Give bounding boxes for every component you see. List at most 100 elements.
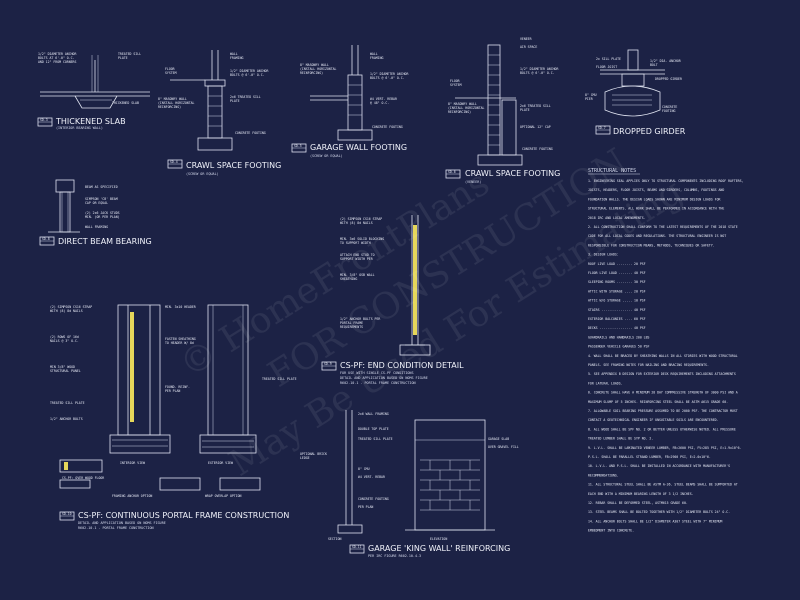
cs-pf-end-subtitle2: DETAIL AND APPLICATION BASED ON NOMS FIG…: [340, 376, 428, 380]
svg-text:LEDGE: LEDGE: [300, 456, 310, 460]
svg-text:CAP OR EQUAL: CAP OR EQUAL: [85, 201, 108, 205]
garage-king-wall-detail: 2x6 WALL FRAMING DOUBLE TOP PLATE TREATE…: [300, 410, 519, 558]
svg-text:MIN. 3x10 HEADER: MIN. 3x10 HEADER: [165, 305, 196, 309]
svg-text:SUPPORT WIDTH PER: SUPPORT WIDTH PER: [340, 257, 373, 261]
svg-text:REQUIREMENTS: REQUIREMENTS: [340, 325, 363, 329]
svg-text:#4 VERT. REBAR: #4 VERT. REBAR: [370, 97, 397, 101]
framing-anchor-label: FRAMING ANCHOR OPTION: [112, 494, 152, 498]
structural-note-line: FOR LATERAL LOADS.: [588, 381, 623, 385]
cs-pf-end-subtitle: FOR USE WITH SINGLE CS-PF CONDITIONS: [340, 371, 414, 375]
structural-note-line: DECKS ................. 40 PSF: [588, 326, 646, 330]
svg-text:SHEATHING: SHEATHING: [340, 277, 357, 281]
svg-text:PER PLAN: PER PLAN: [358, 505, 373, 509]
svg-text:MIN. 3/8" OSB WALL: MIN. 3/8" OSB WALL: [340, 273, 375, 277]
svg-text:1/2" DIAMETER ANCHOR: 1/2" DIAMETER ANCHOR: [38, 52, 76, 56]
svg-text:REINFORCING): REINFORCING): [300, 71, 323, 75]
wrap-overlap-label: WRAP OVERLAP OPTION: [205, 494, 242, 498]
cs-pf-end-subtitle3: R602.10.1 - PORTAL FRAME CONSTRUCTION: [340, 381, 416, 385]
thickened-slab-subtitle: (INTERIOR BEARING WALL): [56, 126, 103, 130]
crawl-1-title: CRAWL SPACE FOOTING: [186, 161, 281, 170]
structural-note-line: RESPONSIBLE FOR CONSTRUCTION MEANS, METH…: [588, 243, 715, 247]
svg-text:REINFORCING): REINFORCING): [448, 110, 471, 114]
svg-text:WALL FRAMING: WALL FRAMING: [85, 225, 108, 229]
svg-text:VENEER: VENEER: [520, 37, 532, 41]
svg-text:THICKENED SLAB: THICKENED SLAB: [112, 101, 139, 105]
crawl-2-title: CRAWL SPACE FOOTING: [465, 169, 560, 178]
svg-text:GARAGE SLAB: GARAGE SLAB: [488, 437, 509, 441]
svg-text:1/2" ANCHOR BOLTS PER: 1/2" ANCHOR BOLTS PER: [340, 317, 380, 321]
structural-note-line: ATTIC WITH STORAGE .... 20 PSF: [588, 289, 646, 293]
svg-text:CONCRETE FOOTING: CONCRETE FOOTING: [358, 497, 389, 501]
svg-text:ATTACH END STUD TO: ATTACH END STUD TO: [340, 253, 375, 257]
cs-pf-end-tag: SD-9: [324, 362, 332, 366]
structural-note-line: GUARDRAILS AND HANDRAILS 200 LBS: [588, 335, 649, 339]
thickened-slab-detail: 1/2" DIAMETER ANCHOR BOLTS AT 6'-0" O.C.…: [37, 52, 150, 130]
svg-text:WITH (8) 8d NAILS: WITH (8) 8d NAILS: [340, 221, 373, 225]
over-wood-floor-label: CS-PF: OVER WOOD FLOOR: [62, 476, 104, 480]
structural-note-line: 13. STEEL BEAMS SHALL BE BOLTED TOGETHER…: [588, 510, 730, 514]
structural-note-line: 12. REBAR SHALL BE DEFORMED STEEL, ASTM6…: [588, 501, 688, 505]
svg-text:NAILS @ 3" O.C.: NAILS @ 3" O.C.: [50, 339, 79, 343]
cs-pf-cont-subtitle: DETAIL AND APPLICATION BASED ON NOMS FIG…: [78, 521, 166, 525]
svg-text:WALL: WALL: [370, 52, 378, 56]
cs-pf-end-condition-detail: (2) SIMPSON CS16 STRAP WITH (8) 8d NAILS…: [321, 215, 464, 385]
svg-text:DROPPED GIRDER: DROPPED GIRDER: [655, 77, 682, 81]
svg-text:(2) 2x6 JACK STUDS: (2) 2x6 JACK STUDS: [85, 211, 120, 215]
thickened-slab-title: THICKENED SLAB: [55, 117, 126, 126]
svg-text:DOUBLE TOP PLATE: DOUBLE TOP PLATE: [358, 427, 389, 431]
svg-text:CONCRETE FOOTING: CONCRETE FOOTING: [372, 125, 403, 129]
svg-text:BOLTS AT 6'-0" O.C.: BOLTS AT 6'-0" O.C.: [38, 56, 75, 60]
structural-note-line: CODE FOR ALL LOCAL CODES AND REGULATIONS…: [588, 234, 726, 238]
svg-text:BEAM AS SPECIFIED: BEAM AS SPECIFIED: [85, 185, 118, 189]
structural-note-line: 7. ALLOWABLE SOIL BEARING PRESSURE ASSUM…: [588, 409, 738, 413]
svg-text:BOLTS @ 6'-0" O.C.: BOLTS @ 6'-0" O.C.: [370, 76, 405, 80]
svg-text:#4 VERT. REBAR: #4 VERT. REBAR: [358, 475, 385, 479]
structural-note-line: 10. L.V.L. AND P.S.L. SHALL BE INSTALLED…: [588, 464, 730, 468]
svg-text:OPTIONAL 12" CAP: OPTIONAL 12" CAP: [520, 125, 551, 129]
structural-note-line: STRUCTURAL ELEMENTS. ALL WORK SHALL BE P…: [588, 207, 724, 211]
svg-text:1/2" DIAMETER ANCHOR: 1/2" DIAMETER ANCHOR: [230, 69, 268, 73]
cs-pf-cont-tag: SD-10: [62, 512, 72, 516]
structural-note-line: 4. WALL SHALL BE BRACED BY SHEATHING WAL…: [588, 354, 738, 358]
crawl-space-footing-detail-1: WALL FRAMING FLOOR SYSTEM 1/2" DIAMETER …: [158, 50, 281, 176]
svg-text:OPTIONAL BRICK: OPTIONAL BRICK: [300, 452, 327, 456]
svg-text:TREATED SILL PLATE: TREATED SILL PLATE: [262, 377, 297, 381]
section-label: SECTION: [328, 537, 342, 541]
svg-text:2x SILL PLATE: 2x SILL PLATE: [596, 57, 621, 61]
garage-wall-footing-detail: WALL FRAMING 8" MASONRY WALL (INSTALL HO…: [291, 45, 408, 158]
svg-text:CONCRETE: CONCRETE: [662, 105, 677, 109]
svg-text:STRUCTURAL PANEL: STRUCTURAL PANEL: [50, 369, 81, 373]
svg-text:8" MASONRY WALL: 8" MASONRY WALL: [448, 102, 477, 106]
structural-note-line: STAIRS ................ 40 PSF: [588, 308, 646, 312]
svg-text:MIN 3/8" WOOD: MIN 3/8" WOOD: [50, 365, 75, 369]
structural-note-line: FOUNDATION WALLS. THE DESIGN LOADS SHOWN…: [588, 197, 720, 201]
svg-text:(INSTALL HORIZONTAL: (INSTALL HORIZONTAL: [158, 101, 195, 105]
svg-text:FLOOR: FLOOR: [450, 79, 460, 83]
cs-pf-continuous-detail: (2) SIMPSON CS16 STRAP WITH (8) 8d NAILS…: [50, 304, 297, 530]
exterior-view-label: EXTERIOR VIEW: [208, 461, 233, 465]
svg-text:1/2" ANCHOR BOLTS: 1/2" ANCHOR BOLTS: [50, 417, 83, 421]
svg-text:PLATE: PLATE: [118, 56, 128, 60]
svg-text:REINFORCING): REINFORCING): [158, 105, 181, 109]
svg-text:BOLT: BOLT: [650, 63, 658, 67]
svg-text:8" MASONRY WALL: 8" MASONRY WALL: [158, 97, 187, 101]
cs-pf-cont-title: CS-PF: CONTINUOUS PORTAL FRAME CONSTRUCT…: [78, 511, 289, 520]
elevation-label: ELEVATION: [430, 537, 447, 541]
cs-pf-end-title: CS-PF: END CONDITION DETAIL: [340, 361, 464, 370]
direct-beam-bearing-detail: BEAM AS SPECIFIED SIMPSON 'CB' BEAM CAP …: [39, 179, 152, 246]
structural-note-line: PASSENGER VEHICLE GARAGES 50 PSF: [588, 345, 649, 349]
structural-note-line: 6. CONCRETE SHALL HAVE A MINIMUM 28 DAY …: [588, 391, 738, 395]
structural-note-line: SLEEPING ROOMS ........ 30 PSF: [588, 280, 646, 284]
crawl-space-footing-detail-2: VENEER AIR SPACE 1/2" DIAMETER ANCHOR BO…: [445, 37, 560, 184]
svg-text:(INSTALL HORIZONTAL: (INSTALL HORIZONTAL: [300, 67, 337, 71]
structural-notes-title: STRUCTURAL NOTES: [588, 168, 636, 174]
structural-notes: STRUCTURAL NOTES 1. ENGINEERING SEAL APP…: [588, 168, 744, 533]
svg-text:SYSTEM: SYSTEM: [165, 71, 177, 75]
svg-text:WITH (8) 8d NAILS: WITH (8) 8d NAILS: [50, 309, 83, 313]
svg-text:FOUND. REINF.: FOUND. REINF.: [165, 385, 190, 389]
svg-text:2x6 WALL FRAMING: 2x6 WALL FRAMING: [358, 412, 389, 416]
crawl-2-tag: SD-6: [448, 170, 456, 174]
svg-text:FLOOR: FLOOR: [165, 67, 175, 71]
structural-note-line: 14. ALL ANCHOR BOLTS SHALL BE 1/2" DIAME…: [588, 519, 722, 523]
